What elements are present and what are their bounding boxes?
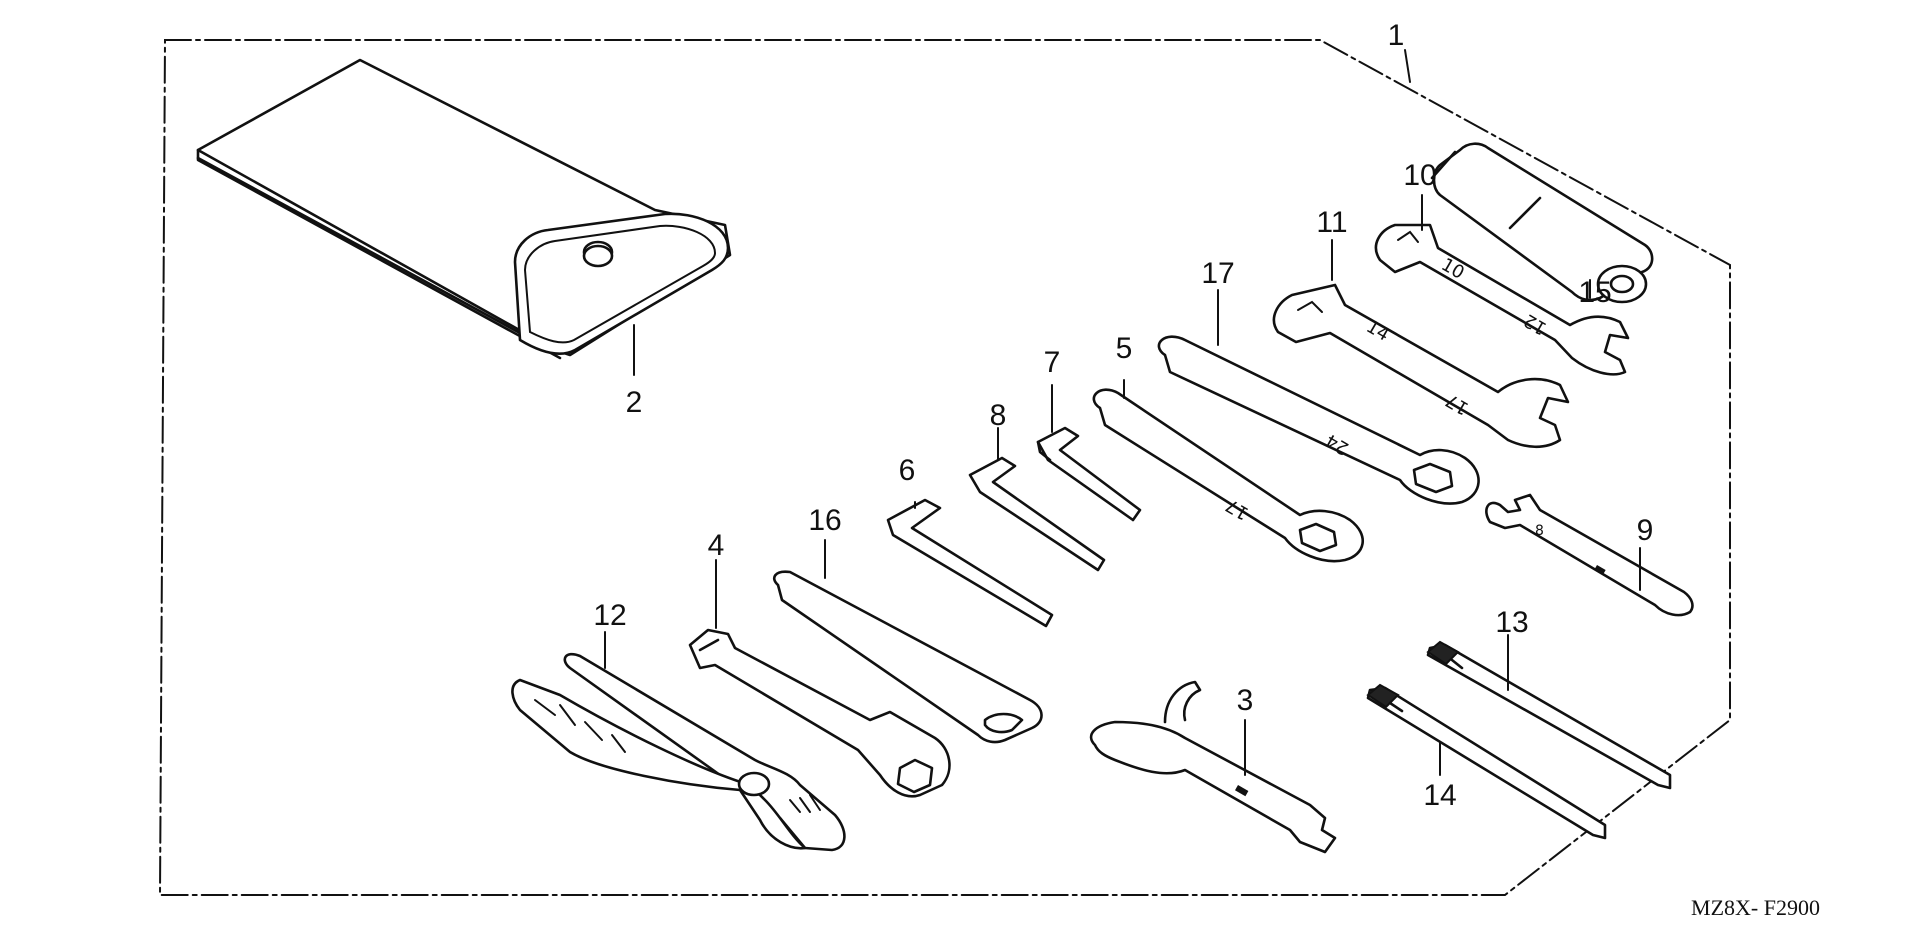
callout-15: 15 [1578, 276, 1611, 309]
screwdriver-13 [1426, 640, 1672, 790]
hex-key-7 [1036, 426, 1142, 522]
hex-key-6 [886, 498, 1054, 628]
callout-7: 7 [1044, 346, 1061, 379]
callout-11: 11 [1316, 206, 1347, 239]
callout-8: 8 [990, 399, 1007, 432]
socket-wrench-15 [1430, 142, 1654, 304]
callout-12: 12 [593, 599, 626, 632]
hook-spanner-3 [1089, 680, 1337, 854]
callout-9: 9 [1637, 514, 1654, 547]
callout-10: 10 [1403, 159, 1436, 192]
assembly-frame [158, 39, 1731, 896]
box-wrench-5: 17 [1092, 388, 1365, 563]
box-wrench-17: 24 [1157, 335, 1480, 505]
callout-16: 16 [808, 504, 841, 537]
callout-2: 2 [626, 386, 643, 419]
callout-13: 13 [1495, 606, 1528, 639]
callout-6: 6 [899, 454, 916, 487]
figure-code: MZ8X- F2900 [1691, 895, 1820, 920]
open-end-wrench-11: 14 17 [1272, 283, 1570, 449]
plug-wrench-4 [688, 628, 951, 798]
callout-5: 5 [1116, 332, 1133, 365]
hex-key-8 [968, 456, 1106, 572]
callout-17: 17 [1201, 257, 1234, 290]
extension-bar-16 [773, 570, 1043, 744]
open-end-wrench-9: 8 [1485, 493, 1694, 617]
svg-text:8: 8 [1535, 523, 1544, 539]
callout-14: 14 [1423, 779, 1456, 812]
callout-3: 3 [1237, 684, 1254, 717]
callout-4: 4 [708, 529, 725, 562]
screwdriver-14 [1366, 683, 1607, 840]
tool-pouch [196, 58, 732, 360]
callout-labels: 1 2 3 4 5 6 7 8 9 10 11 12 13 14 15 16 1… [593, 19, 1653, 812]
leader-lines [604, 49, 1641, 776]
pliers-12 [511, 652, 846, 852]
callout-1: 1 [1388, 19, 1405, 52]
